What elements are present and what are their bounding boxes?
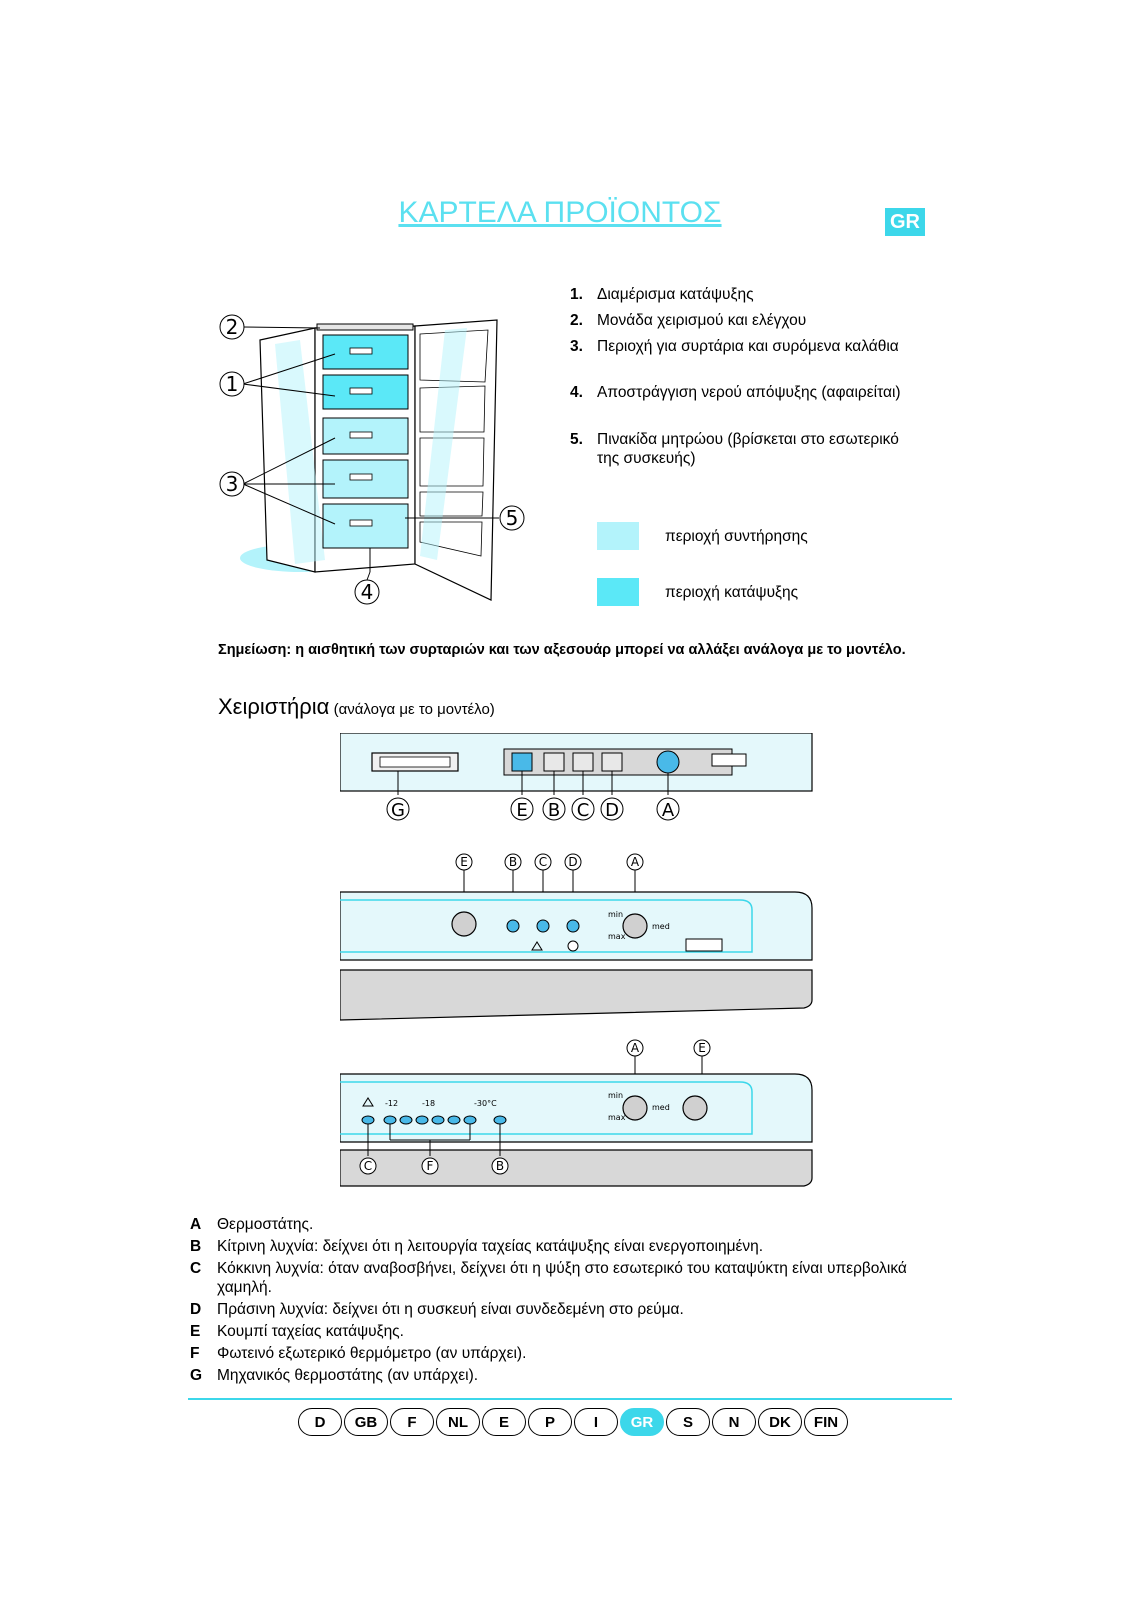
lang-tab-fin[interactable]: FIN (804, 1408, 848, 1436)
figure-number-1: 1 (226, 372, 239, 396)
language-tabs: D GB F NL E P I GR S N DK FIN (298, 1408, 858, 1444)
controls-heading: Χειριστήρια (ανάλογα με το μοντέλο) (218, 694, 495, 719)
figure-number-2: 2 (226, 315, 239, 339)
super-freeze-button (682, 1095, 708, 1121)
lang-tab-d[interactable]: D (298, 1408, 342, 1436)
super-freeze-button (451, 911, 477, 937)
lang-tab-gr[interactable]: GR (620, 1408, 664, 1436)
label-d: D (568, 855, 577, 869)
label-b: B (496, 1159, 504, 1173)
scale-12: -12 (385, 1099, 398, 1108)
lang-tab-e[interactable]: E (482, 1408, 526, 1436)
thermostat-knob (622, 913, 648, 939)
knob-med: med (652, 922, 670, 931)
figure-number-3: 3 (226, 472, 239, 496)
label-d: D (605, 800, 619, 821)
knob-max: max (608, 932, 626, 941)
knob-max: max (608, 1113, 626, 1122)
label-c: C (539, 855, 547, 869)
label-g: G (391, 800, 405, 821)
scale-18: -18 (422, 1099, 435, 1108)
lang-tab-dk[interactable]: DK (758, 1408, 802, 1436)
figure-number-4: 4 (361, 580, 374, 604)
knob-min: min (608, 910, 623, 919)
lang-tab-nl[interactable]: NL (436, 1408, 480, 1436)
label-e: E (698, 1041, 706, 1055)
lamp-d (601, 752, 623, 772)
label-e: E (516, 800, 527, 821)
label-b: B (548, 800, 560, 821)
label-c: C (577, 800, 590, 821)
scale-30: -30°C (474, 1099, 497, 1108)
warning-icon (362, 1097, 374, 1107)
lang-tab-n[interactable]: N (712, 1408, 756, 1436)
parts-list: 1.Διαμέρισμα κατάψυξης 2.Μονάδα χειρισμο… (570, 286, 901, 467)
control-unit (316, 323, 414, 331)
divider (188, 1398, 952, 1400)
legend-swatch-storage (597, 522, 639, 550)
legend-label-freezer: περιοχή κατάψυξης (665, 584, 799, 601)
lamp-c (572, 752, 594, 772)
lang-tab-i[interactable]: I (574, 1408, 618, 1436)
super-freeze-symbol-icon (685, 938, 723, 952)
label-a: A (662, 800, 675, 821)
thermostat-knob (656, 750, 680, 774)
control-panel-3: A E -12 -18 -30°C min med max C F B (340, 1039, 813, 1187)
legend-swatch-freezer (597, 578, 639, 606)
figure-number-5: 5 (506, 506, 519, 530)
label-e: E (460, 855, 468, 869)
label-f: F (427, 1159, 434, 1173)
language-badge: GR (885, 208, 925, 236)
lang-tab-s[interactable]: S (666, 1408, 710, 1436)
warning-icon (531, 941, 543, 951)
label-b: B (509, 855, 517, 869)
control-panel-1: G E B C D A (340, 733, 813, 821)
label-c: C (364, 1159, 372, 1173)
legend-label-storage: περιοχή συντήρησης (665, 528, 808, 545)
lamp-d (566, 919, 580, 933)
lamp-b (543, 752, 565, 772)
freezer-illustration: 2 1 3 5 4 (219, 314, 525, 605)
control-panel-2: E B C D A min med max (340, 853, 813, 1021)
power-icon (567, 940, 579, 952)
label-a: A (631, 1041, 640, 1055)
knob-med: med (652, 1103, 670, 1112)
label-a: A (631, 855, 640, 869)
page-title: ΚΑΡΤΕΛΑ ΠΡΟΪΟΝΤΟΣ (398, 196, 722, 229)
thermometer-leds (361, 1115, 507, 1125)
lamp-b (506, 919, 520, 933)
knob-min: min (608, 1091, 623, 1100)
lang-tab-p[interactable]: P (528, 1408, 572, 1436)
lamp-c (536, 919, 550, 933)
drawers (322, 334, 409, 549)
lang-tab-f[interactable]: F (390, 1408, 434, 1436)
note: Σημείωση: η αισθητική των συρταριών και … (218, 642, 906, 658)
thermostat-knob (622, 1095, 648, 1121)
lang-tab-gb[interactable]: GB (344, 1408, 388, 1436)
super-freeze-button (511, 752, 533, 772)
